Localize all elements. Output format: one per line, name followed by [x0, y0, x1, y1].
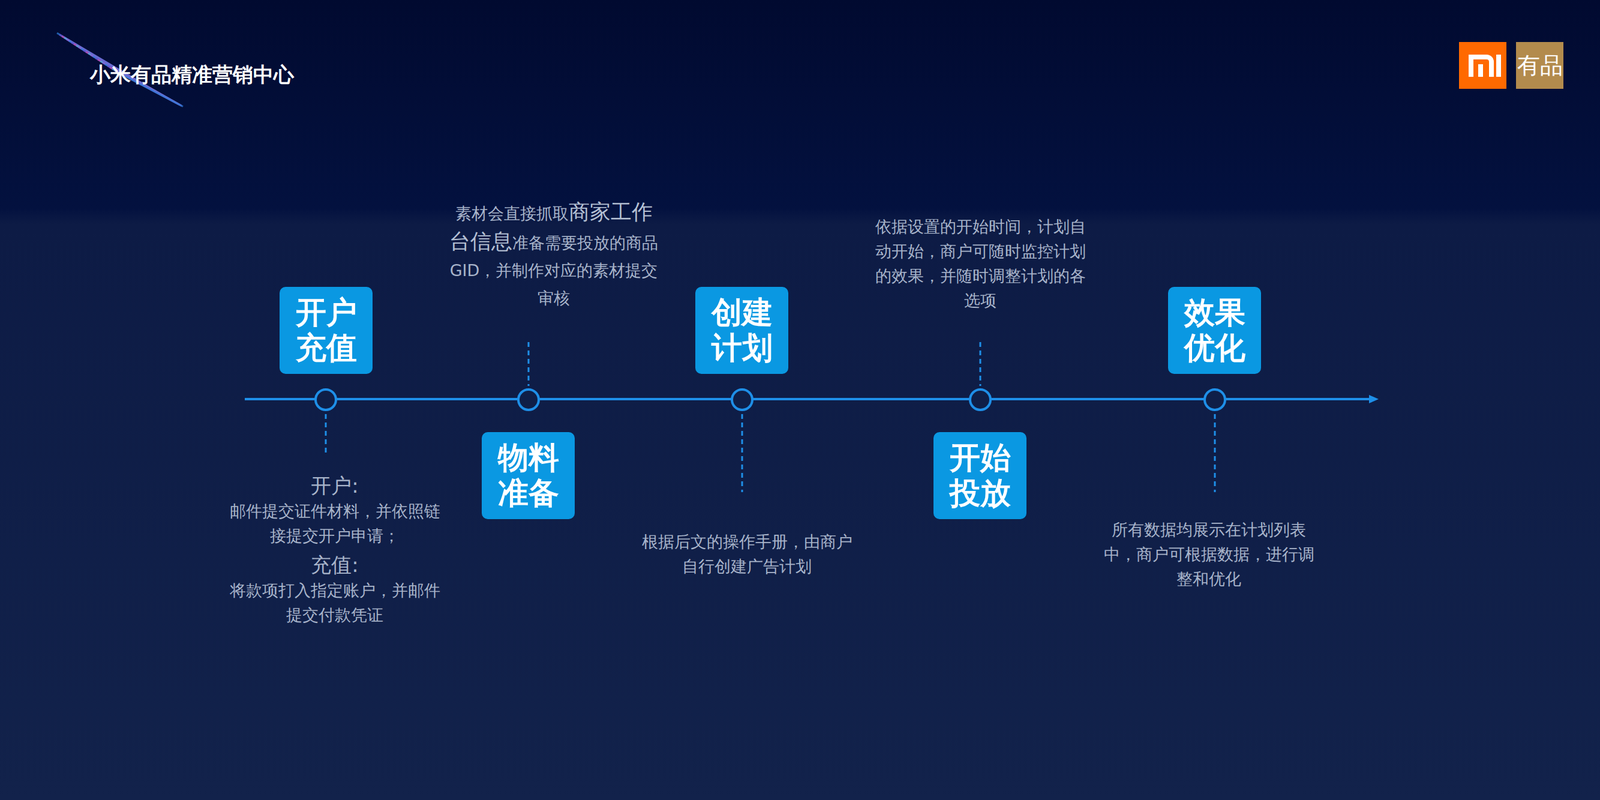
step-label: 开始 投放: [941, 440, 1019, 511]
timeline-arrow: [1369, 394, 1379, 404]
timeline: [244, 397, 1371, 401]
step-description: 依据设置的开始时间，计划自动开始，商户可随时监控计划的效果，并随时调整计划的各选…: [871, 214, 1089, 313]
step-box: 开户 充值: [279, 286, 373, 374]
description-text: 根据后文的操作手册，由商户自行创建广告计划: [637, 529, 857, 579]
step-label: 效果 优化: [1176, 295, 1253, 366]
step-description: 根据后文的操作手册，由商户自行创建广告计划: [637, 529, 857, 579]
step-box: 创建 计划: [695, 286, 789, 374]
description-heading: 充值:: [224, 551, 445, 578]
page-title: 小米有品精准营销中心: [89, 61, 294, 89]
step-description: 素材会直接抓取商家工作台信息准备需要投放的商品GID，并制作对应的素材提交审核: [445, 197, 663, 312]
step-description: 开户:邮件提交证件材料，并依照链接提交开户申请； 充值:将款项打入指定账户，并邮件…: [224, 472, 445, 627]
description-text: 所有数据均展示在计划列表中，商户可根据数据，进行调整和优化: [1099, 517, 1319, 591]
description-text: 依据设置的开始时间，计划自动开始，商户可随时监控计划的效果，并随时调整计划的各选…: [871, 214, 1089, 313]
logo-text: 有品: [1516, 41, 1564, 89]
description-text: 素材会直接抓取: [455, 203, 569, 223]
step-box: 物料 准备: [481, 431, 575, 519]
logo-label: 有品: [1517, 50, 1563, 81]
mi-logo: [1459, 41, 1507, 89]
step-label: 创建 计划: [703, 295, 780, 366]
mi-logo-mark: [1468, 54, 1502, 77]
description-heading: 开户:: [224, 472, 445, 499]
timeline-dots: [315, 389, 1226, 410]
description-text: 将款项打入指定账户，并邮件提交付款凭证: [224, 577, 445, 627]
description-text: 邮件提交证件材料，并依照链接提交开户申请；: [224, 498, 445, 548]
step-box: 开始 投放: [933, 431, 1027, 519]
step-label: 开户 充值: [287, 295, 365, 366]
step-box: 效果 优化: [1168, 286, 1262, 374]
step-label: 物料 准备: [490, 440, 567, 511]
step-description: 所有数据均展示在计划列表中，商户可根据数据，进行调整和优化: [1099, 517, 1319, 591]
youpin-logo: [1516, 41, 1564, 89]
